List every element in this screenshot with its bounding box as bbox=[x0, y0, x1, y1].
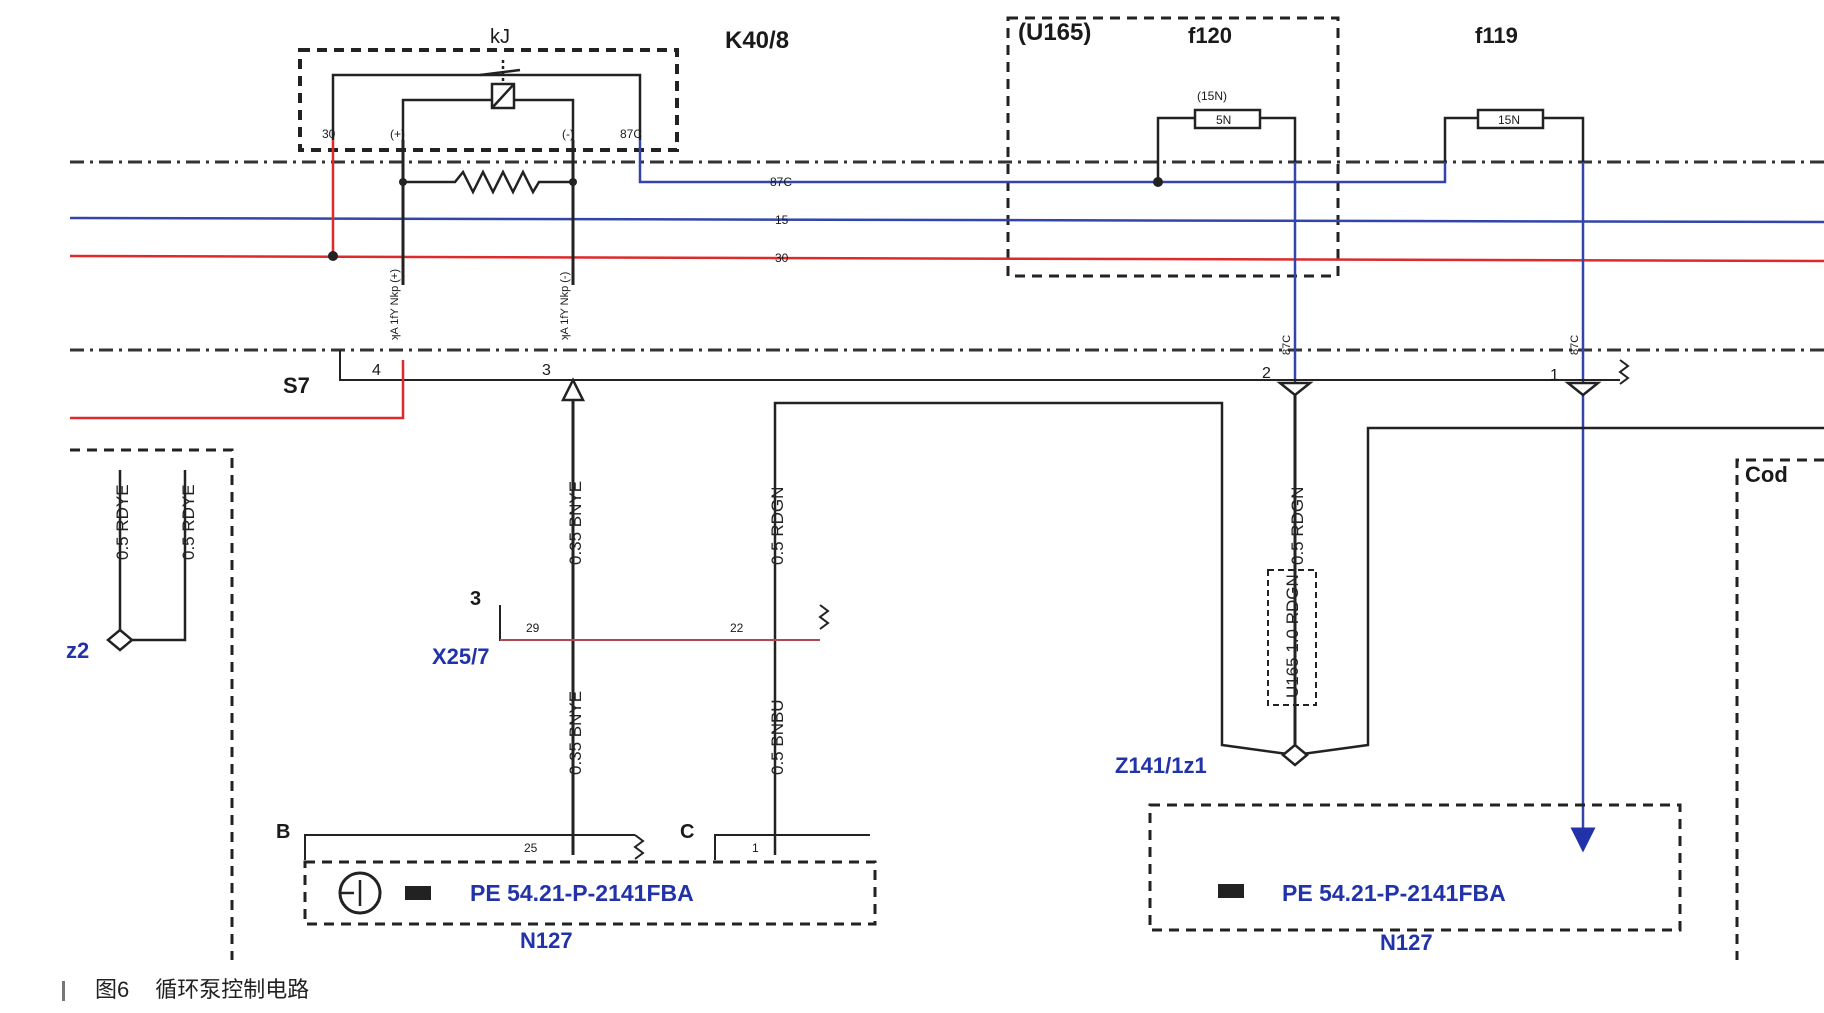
relay-pin-87c: 87C bbox=[620, 127, 642, 141]
relay-pin-30: 30 bbox=[322, 127, 336, 141]
wire-u165: U165 1.0 RDGN bbox=[1283, 574, 1302, 698]
wire-rdgn-right: 0.5 RDGN bbox=[1288, 487, 1307, 565]
wire-30 bbox=[69, 254, 1824, 263]
relay-pin-minus: (-) bbox=[562, 127, 574, 141]
doc-icon-right bbox=[1218, 884, 1244, 898]
left-module-box bbox=[70, 448, 234, 960]
n127-left-box bbox=[303, 860, 877, 926]
f119-amp: 15N bbox=[1498, 113, 1520, 127]
cod-box bbox=[1735, 458, 1824, 960]
figure-caption: 图6 循环泵控制电路 bbox=[62, 972, 335, 1004]
z2-label: z2 bbox=[66, 638, 89, 663]
resistor bbox=[403, 169, 573, 195]
x25-ref: X25/7 bbox=[432, 644, 490, 669]
x25-pin22: 22 bbox=[730, 621, 744, 635]
wire-bnbu: 0.5 BNBU bbox=[768, 699, 787, 775]
f120-label: f120 bbox=[1188, 23, 1232, 48]
f119-label: f119 bbox=[1475, 23, 1518, 48]
s7-red bbox=[70, 360, 405, 420]
fuse-f119 bbox=[1443, 108, 1585, 162]
pe-right[interactable]: PE 54.21-P-2141FBA bbox=[1282, 880, 1506, 906]
wire-bnye-top: 0.35 BNYE bbox=[566, 481, 585, 565]
doc-icon-left bbox=[405, 886, 431, 900]
z141-label: Z141/1z1 bbox=[1115, 753, 1207, 778]
cod-label: Cod bbox=[1745, 462, 1788, 487]
bus-87c-label: 87C bbox=[770, 175, 792, 189]
s7-label: S7 bbox=[283, 373, 310, 398]
s7-pin4: 4 bbox=[372, 362, 381, 379]
bus-15-label: 15 bbox=[775, 213, 789, 227]
x25-connector bbox=[499, 605, 820, 641]
caption-bar bbox=[62, 981, 65, 1002]
caption-title: 循环泵控制电路 bbox=[155, 977, 310, 1002]
relay-ref-label: K40/8 bbox=[725, 27, 789, 54]
rdye-1: 0.5 RDYE bbox=[113, 484, 132, 560]
n127-right: N127 bbox=[1380, 930, 1433, 955]
u165-box bbox=[1006, 16, 1340, 278]
x25-pin29: 29 bbox=[526, 621, 540, 635]
conn-c-pin: 1 bbox=[752, 841, 759, 855]
f120-amp: 5N bbox=[1216, 113, 1231, 127]
wire-bnye-bot: 0.35 BNYE bbox=[566, 691, 585, 775]
relay-kj-label: kJ bbox=[490, 26, 510, 48]
relay-internals bbox=[331, 60, 642, 140]
small-87c-a: 87C bbox=[1281, 335, 1293, 355]
x25-3-label: 3 bbox=[470, 588, 481, 610]
small-87c-b: 87C bbox=[1569, 335, 1581, 355]
n127-left: N127 bbox=[520, 928, 573, 953]
relay-pin-plus: (+) bbox=[390, 127, 405, 141]
wire-87c bbox=[638, 140, 1447, 184]
s7-pin2: 2 bbox=[1262, 365, 1271, 382]
pe-left[interactable]: PE 54.21-P-2141FBA bbox=[470, 880, 694, 906]
s7-pin3: 3 bbox=[542, 362, 551, 379]
s7-connector bbox=[339, 350, 1620, 381]
f120-rating: (15N) bbox=[1197, 89, 1227, 103]
conn-c: C bbox=[680, 821, 694, 843]
relay-box bbox=[298, 48, 679, 152]
u165-label: (U165) bbox=[1018, 19, 1091, 46]
n127-right-box bbox=[1148, 803, 1682, 932]
wire-15 bbox=[69, 216, 1824, 224]
conn-b-pin: 25 bbox=[524, 841, 538, 855]
circuit-diagram: kJ K40/8 (U165) f120 f119 (15N) 5N 15N 3… bbox=[66, 16, 1824, 960]
bus-30-label: 30 bbox=[775, 251, 789, 265]
wire-rdgn-mid: 0.5 RDGN bbox=[768, 487, 787, 565]
s7-pin1: 1 bbox=[1550, 367, 1559, 384]
caption-figure: 图6 bbox=[95, 977, 130, 1002]
rdye-2: 0.5 RDYE bbox=[179, 484, 198, 560]
conn-b: B bbox=[276, 821, 290, 843]
small-minus-rot: ʞA 1fY Nkp (-) bbox=[559, 272, 571, 340]
fuse-f120 bbox=[1156, 108, 1297, 162]
small-plus-rot: ʞA 1fY Nkp (+) bbox=[389, 269, 401, 340]
